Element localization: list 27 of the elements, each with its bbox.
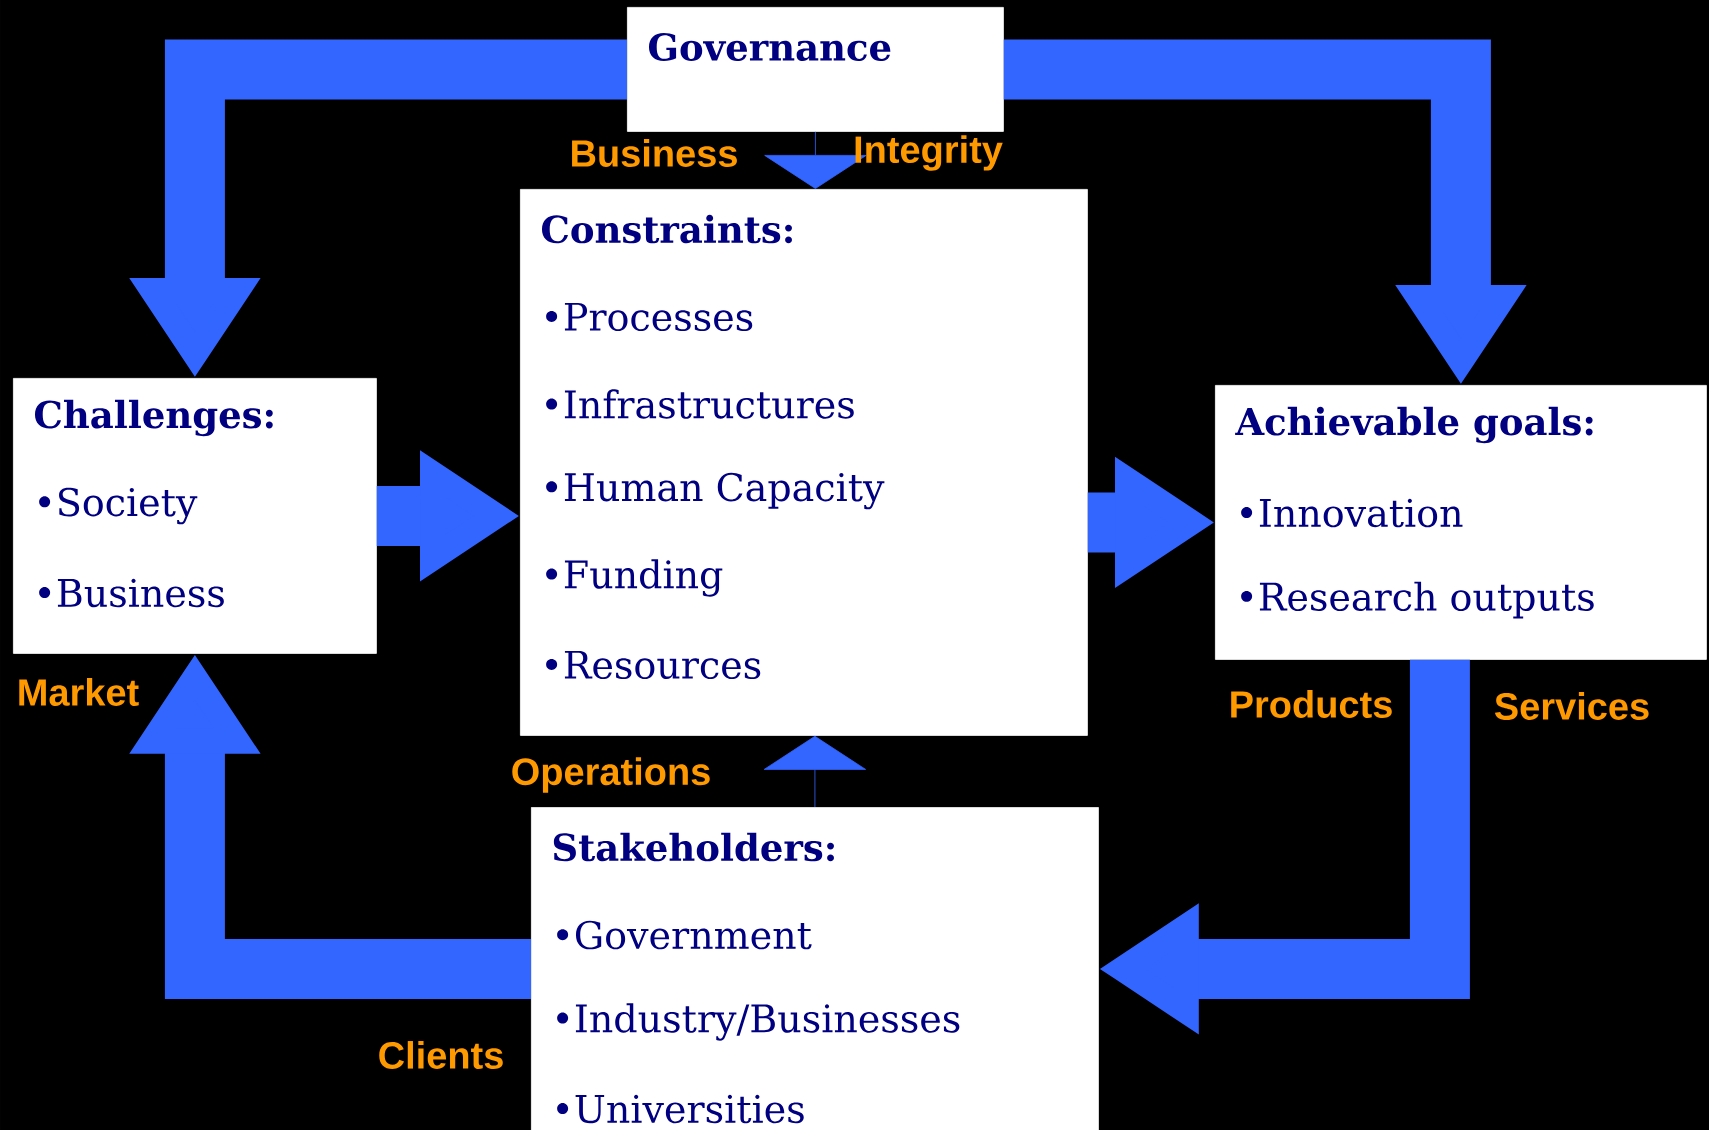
arrow: [764, 131, 867, 189]
heading: Constraints:: [542, 214, 792, 244]
list-item: •Research outputs: [1241, 581, 1594, 619]
arrow-label: Operations: [512, 757, 710, 793]
heading: Challenges:: [35, 399, 273, 437]
heading: Stakeholders:: [553, 832, 834, 862]
text-box: [627, 7, 1004, 132]
heading: Achievable goals:: [1235, 406, 1593, 444]
arrow-label: Business: [572, 139, 737, 167]
list-item: •Business: [39, 578, 224, 608]
list-item: •Innovation: [1241, 498, 1463, 528]
list-item: •Infrastructures: [546, 389, 854, 419]
list-item: •Industry/Businesses: [557, 1003, 960, 1041]
text-box: [13, 378, 377, 654]
arrow-label: Integrity: [855, 135, 1003, 171]
text-box: [520, 189, 1088, 736]
heading: Governance: [649, 33, 891, 61]
list-item: •Resources: [546, 650, 761, 680]
arrow: [763, 735, 866, 808]
list-item: •Society: [39, 487, 198, 525]
text-box: [531, 807, 1099, 1130]
list-item: •Funding: [546, 559, 723, 597]
list-item: •Universities: [557, 1094, 804, 1124]
list-item: •Government: [557, 920, 812, 950]
list-item: •Processes: [546, 302, 753, 332]
list-item: •Human Capacity: [546, 472, 885, 510]
text-box: [1215, 385, 1707, 660]
